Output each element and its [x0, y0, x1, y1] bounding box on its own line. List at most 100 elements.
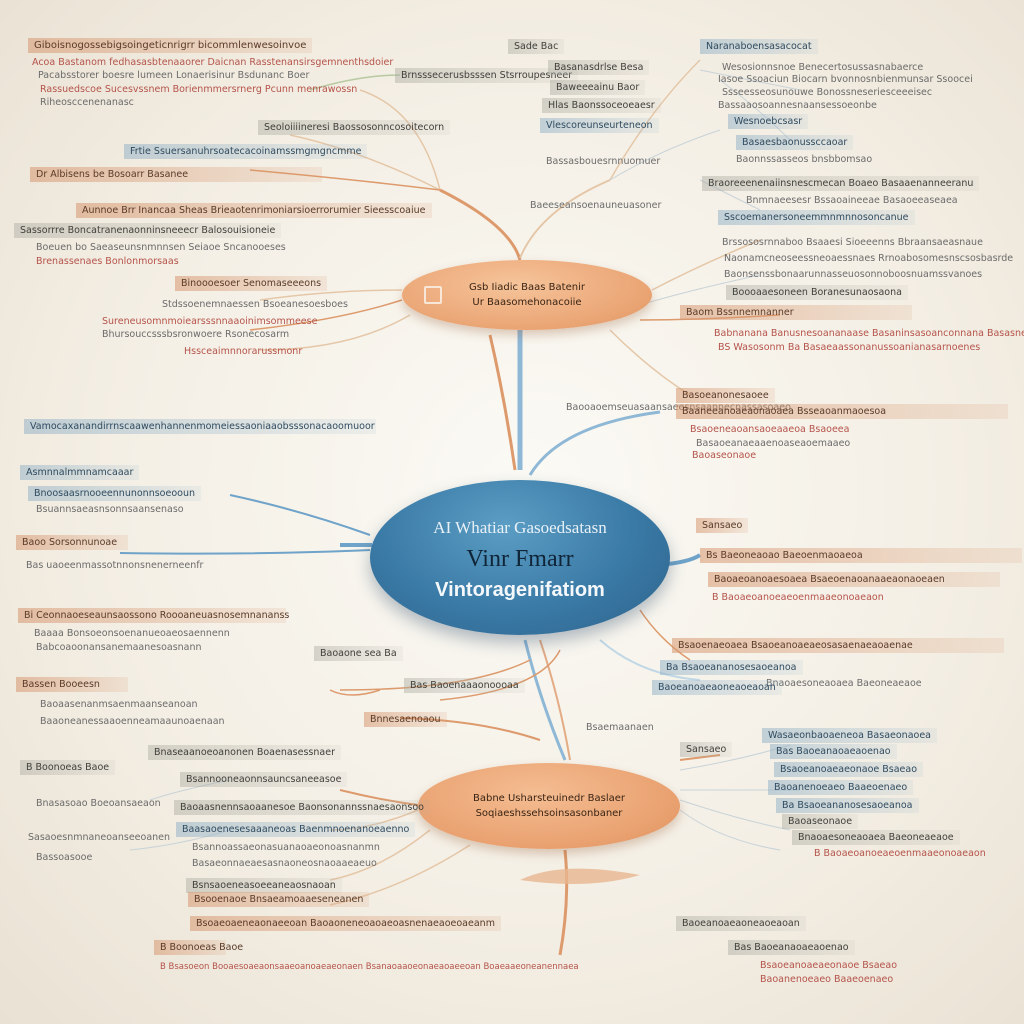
branch-label: Basaesbaonussccaoar — [736, 135, 854, 150]
branch-label: Wesnoebcsasr — [728, 114, 809, 129]
branch-label: Bsaoenaeoaea Bsaoeanoaeaeosasaenaeaoaena… — [672, 638, 1004, 653]
branch-label: Bas Baoeanaoaeaoenao — [770, 744, 897, 759]
branch-label: Bassoasooe — [36, 852, 93, 863]
branch-label: Bas Baoeanaoaeaoenao — [728, 940, 855, 955]
branch-label: Vamocaxanandirrnscaawenhannenmomeiessaon… — [24, 419, 376, 434]
branch-label: Naranaboensasacocat — [700, 39, 818, 54]
branch-label: Iasoe Ssoaciun Biocarn bvonnosnbienmunsa… — [718, 74, 973, 85]
branch-label: Babcoaoonansanemaanesoasnann — [36, 642, 202, 653]
branch-label: Bsaemaanaen — [586, 722, 654, 733]
branch-label: Bassasbouesrnnuomuer — [546, 156, 661, 167]
branch-label: Wesosionnsnoe Benecertosussasnabaerce — [722, 62, 924, 73]
branch-label: Baaaa Bonsoeonsoenanueoaeosaennenn — [34, 628, 230, 639]
branch-label: Baoaasenanmsaenmaanseanoan — [40, 699, 198, 710]
branch-label: Basoeanonesaoee — [676, 388, 775, 403]
branch-label: Dr Albisens be Bosoarr Basanee — [30, 167, 322, 182]
bottom-branch-node[interactable]: Babne Usharsteuinedr Baslaer Soqiaeshsse… — [418, 763, 680, 849]
branch-label: Bnaoaesoneaoaea Baeoneaeaoe — [792, 830, 960, 845]
branch-label: Bsaoeanoaeaeonaoe Bsaeao — [760, 960, 898, 971]
top-branch-node[interactable]: Gsb Iiadic Baas Batenir Ur Baasomehonaco… — [402, 260, 652, 330]
branch-label: B Boonoeas Baoe — [20, 760, 116, 775]
branch-label: Basaoeanaeaaenoaseaoemaaeo — [696, 438, 851, 449]
central-topic-node[interactable]: AI Whatiar Gasoedsatasn Vinr Fmarr Vinto… — [370, 480, 670, 635]
branch-label: Bsaoeanoaeaeonaoe Bsaeao — [774, 762, 924, 777]
branch-label: Bsuannsaeasnsonnsaansenaso — [36, 504, 184, 515]
branch-label: Sasaoesnmnaneoanseeoanen — [28, 832, 171, 843]
branch-label: Bassaaosoannesnaansessoeonbe — [718, 100, 877, 111]
branch-label: Baoeanoaeaoneaoeaoan — [652, 680, 782, 695]
branch-label: Baoanenoeaeo Baaeoenaeo — [760, 974, 894, 985]
branch-label: Sansaeo — [680, 742, 733, 757]
branch-label: Ssseesseosunouwe Bonossneseriesceeeisec — [722, 87, 933, 98]
branch-label: Wasaeonbaoaeneoa Basaeonaoea — [762, 728, 937, 743]
top-node-line1: Gsb Iiadic Baas Batenir — [469, 282, 585, 293]
branch-label: Bnnesaenoaou — [364, 712, 447, 727]
branch-label: Bsaoeneaoansaoeaaeoa Bsaoeea — [690, 424, 850, 435]
branch-label: Bnasasoao Boeoansaeaon — [36, 798, 161, 809]
branch-label: BS Wasosonm Ba Basaeaassonanussoanianasa… — [718, 342, 981, 353]
branch-label: Binoooesoer Senomaseeeons — [175, 276, 328, 291]
branch-label: Hssceaimnnorarussmonr — [184, 346, 303, 357]
central-topic-line1: AI Whatiar Gasoedsatasn — [433, 517, 607, 537]
branch-label: Sassorrre Boncatranenaonninsneeecr Balos… — [14, 223, 282, 238]
branch-label: Bsannoassaeonasuanaoaeonoasnanmn — [192, 842, 380, 853]
branch-label: B Boonoeas Baoe — [154, 940, 243, 955]
branch-label: Ba Bsaoeananosesaoeanoa — [776, 798, 919, 813]
branch-label: Hlas Baonssoceoeaesr — [542, 98, 661, 113]
document-icon — [424, 286, 442, 304]
top-node-line2: Ur Baasomehonacoiie — [472, 297, 582, 308]
branch-label: B Bsasoeon Booaesoaeaonsaaeoanoaeaeonaen… — [160, 962, 579, 972]
central-topic-line2: Vinr Fmarr — [466, 545, 574, 572]
branch-label: Babnanana Banusnesoananaase Basaninsasoa… — [714, 328, 1024, 339]
branch-label: Sscoemanersoneemmnmnnosoncanue — [718, 210, 915, 225]
branch-label: Baonsenssbonaarunnasseuosonnoboosnuamssv… — [724, 269, 983, 280]
branch-label: Baoaasnennsaoaanesoe Baonsonannssnaesaon… — [174, 800, 430, 815]
branch-label: Acoa Bastanom fedhasasbtenaaorer Daicnan… — [32, 57, 394, 68]
branch-label: Baaoneanessaaoenneamaaunoaenaan — [40, 716, 225, 727]
branch-label: Vlescoreunseurteneon — [540, 118, 659, 133]
branch-label: Baom Bssnnemnanner — [680, 305, 912, 320]
branch-label: Boooaaesoneen Boranesunaosaona — [726, 285, 908, 300]
branch-label: Baeeseansoenauneuasoner — [530, 200, 662, 211]
bottom-node-line1: Babne Usharsteuinedr Baslaer — [472, 793, 625, 804]
branch-label: Sureneusomnmoiearsssnnaaoinimsommeese — [102, 316, 318, 327]
branch-label: Baoaseonaoe — [692, 450, 757, 461]
branch-label: Sansaeo — [696, 518, 749, 533]
branch-label: Bassen Booeesn — [16, 677, 128, 692]
branch-label: Baweeeainu Baor — [550, 80, 646, 95]
branch-label: Bnaoaesoneaoaea Baeoneaeaoe — [766, 678, 922, 689]
branch-label: Bnmnaeesesr Bssaoaineeae Basaoeeaseaea — [746, 195, 958, 206]
branch-label: Baoaeoanoaesoaea Bsaeoenaoanaaeaonaoeaen — [708, 572, 1000, 587]
branch-label: Naonamcneoseessneoaessnaes Rrnoabosomesn… — [724, 253, 1014, 264]
branch-label: Bas uaoeenmassotnnonsnenerneenfr — [26, 560, 204, 571]
branch-label: Frtie Ssuersanuhrsoatecacoinamssmgmgncmm… — [124, 144, 368, 159]
branch-label: Bhursouccsssbsronwoere Rsonecosarm — [102, 329, 290, 340]
connector-bottom-root — [558, 849, 569, 956]
branch-label: Bnaseaanoeoanonen Boaenasessnaer — [148, 745, 341, 760]
branch-label: Giboisnogossebigsoingeticnrigrr bicommle… — [28, 38, 313, 53]
branch-label: Bs Baeoneaoao Baeoenmaoaeoa — [700, 548, 1022, 563]
branch-label: Baoo Sorsonnunoae — [16, 535, 128, 550]
central-topic-line3: Vintoragenifatiom — [435, 578, 605, 601]
branch-label: Bi Ceonnaoeseaunsaossono Roooaneuasnosem… — [18, 608, 289, 623]
connector-center-to-bottom-orange — [539, 639, 571, 761]
connector-bottom-leaf — [520, 868, 640, 884]
branch-label: Sade Bac — [508, 39, 565, 54]
branch-label: Asmnnalmmnamcaaar — [20, 465, 140, 480]
branch-label: Braoreeenenaiinsnescmecan Boaeo Basaaena… — [702, 176, 980, 191]
branch-label: Baoaone sea Ba — [314, 646, 403, 661]
branch-label: Pacabsstorer boesre lumeen Lonaerisinur … — [38, 70, 310, 81]
connector-center-to-bottom — [523, 639, 567, 761]
branch-label: Brenassenaes Bonlonmorsaas — [36, 256, 179, 267]
branch-label: Brnsssecerusbsssen Stsrroupesneer — [395, 68, 579, 83]
branch-label: Baonnssasseos bnsbbomsao — [736, 154, 873, 165]
branch-label: Ba Bsaoeananosesaoeanoa — [660, 660, 803, 675]
branch-label: Baasaoenesesaaaneoas Baenmnoenanoeaenno — [176, 822, 416, 837]
branch-label: Brssososrnnaboo Bsaaesi Sioeeenns Bbraan… — [722, 237, 983, 248]
branch-label: Rassuedscoe Sucesvssnem Borienmmersrnerg… — [40, 84, 358, 95]
branch-label: Bas Baoenaaaonoooaa — [404, 678, 525, 693]
branch-label: Bnoosaasrnooeennunonnsoeooun — [28, 486, 201, 501]
branch-label: Boeuen bo Saeaseunsnmnnsen Seiaoe Sncano… — [36, 242, 286, 253]
branch-label: B Baoaeoanoeaeoenmaaeonoaeaon — [814, 848, 986, 859]
connector-top-root — [439, 188, 522, 261]
